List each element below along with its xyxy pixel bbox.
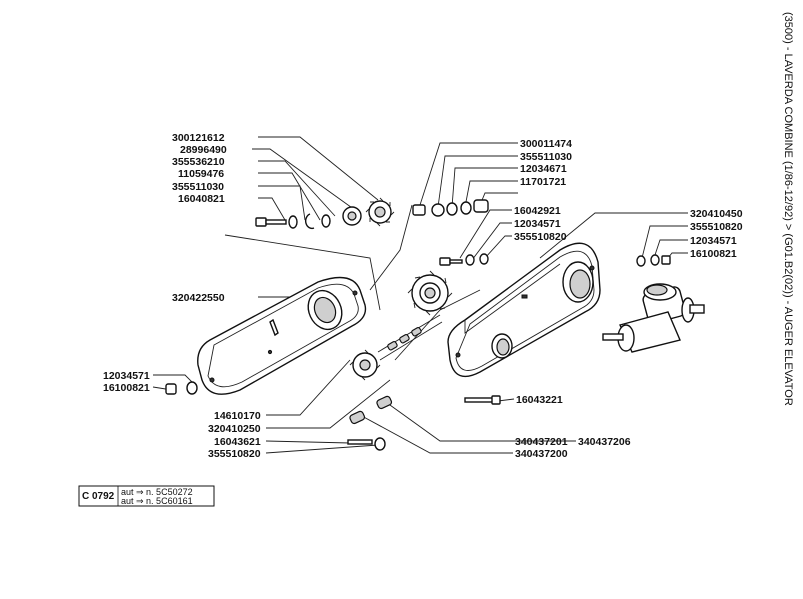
stamp-code: C 0792 [82, 491, 115, 502]
label-14610170: 14610170 [214, 410, 261, 422]
label-16042921: 16042921 [514, 205, 561, 217]
part-labels-right: 320410450 355510820 12034571 16100821 16… [515, 208, 743, 460]
label-355536210: 355536210 [172, 156, 225, 168]
label-320410450: 320410450 [690, 208, 743, 220]
hardware-top-center [412, 199, 489, 217]
label-28996490: 28996490 [180, 144, 227, 156]
label-16040821: 16040821 [178, 193, 225, 205]
serial-stamp: C 0792 aut ⇒ n. 5C50272 aut ⇒ n. 5C60161 [78, 485, 215, 507]
part-labels-middle: 16042921 12034571 355510820 [514, 205, 567, 243]
label-355511030-top: 355511030 [520, 151, 572, 163]
hardware-bottom [347, 395, 501, 451]
label-11701721: 11701721 [520, 176, 566, 188]
side-title: (3500) - LAVERDA COMBINE (1/86-12/92) > … [782, 12, 794, 406]
stamp-line-2: aut ⇒ n. 5C60161 [121, 496, 193, 506]
label-12034671: 12034671 [520, 163, 567, 175]
label-320422550: 320422550 [172, 292, 225, 304]
label-12034571-mid: 12034571 [514, 218, 561, 230]
label-11059476: 11059476 [178, 168, 224, 180]
label-355510820-bottom: 355510820 [208, 448, 261, 460]
part-labels-left: 300121612 28996490 355536210 11059476 35… [103, 132, 261, 460]
label-16043621: 16043621 [214, 436, 261, 448]
right-gear-housing [447, 242, 601, 378]
label-340437206: 340437206 [578, 436, 631, 448]
label-12034571-right: 12034571 [690, 235, 737, 247]
label-12034571-left: 12034571 [103, 370, 150, 382]
label-340437201: 340437201 [515, 436, 568, 448]
hardware-left-bottom [165, 381, 198, 395]
label-355511030: 355511030 [172, 181, 224, 193]
label-300011474: 300011474 [520, 138, 572, 150]
hardware-left-top [255, 206, 362, 230]
label-16100821-left: 16100821 [103, 382, 150, 394]
label-320410250: 320410250 [208, 423, 261, 435]
label-300121612: 300121612 [172, 132, 225, 144]
label-16043221: 16043221 [516, 394, 563, 406]
hardware-middle [439, 253, 489, 266]
label-355510820-mid: 355510820 [514, 231, 567, 243]
stamp-line-1: aut ⇒ n. 5C50272 [121, 487, 193, 497]
label-340437200: 340437200 [515, 448, 568, 460]
sprockets-and-chain [269, 197, 453, 381]
label-16100821-right: 16100821 [690, 248, 737, 260]
angle-gearbox [602, 283, 705, 353]
label-355510820-right: 355510820 [690, 221, 743, 233]
leader-lines [152, 136, 688, 454]
left-chain-cover [197, 276, 367, 395]
hardware-right [636, 254, 671, 267]
part-labels-top: 300011474 355511030 12034671 11701721 [520, 138, 572, 188]
